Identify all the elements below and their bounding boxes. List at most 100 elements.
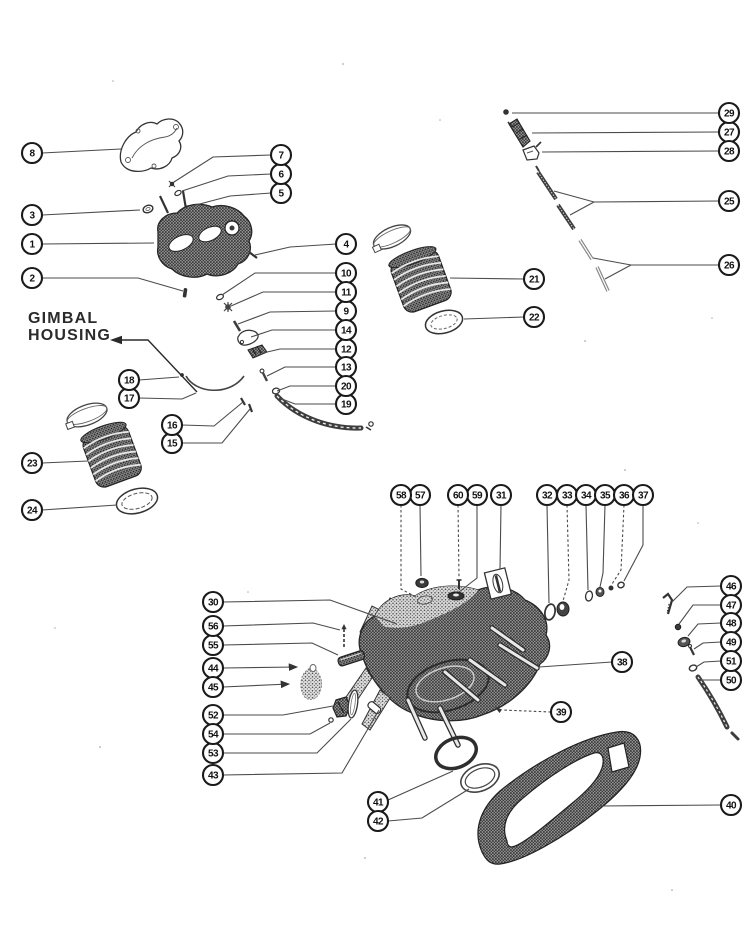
part-star-washer-11 (223, 302, 233, 312)
callout-8: 8 (20, 141, 122, 165)
callout-44: 44 (201, 656, 299, 680)
callout-1: 1 (20, 232, 155, 256)
callout-55: 55 (201, 633, 339, 657)
leader-line (569, 201, 595, 216)
leader-line (41, 148, 122, 154)
part-bolt-39 (495, 707, 502, 713)
leader-line (41, 460, 89, 464)
part-nut-48 (677, 636, 691, 648)
callout-circle (489, 483, 513, 507)
callout-circle (20, 451, 44, 475)
callout-20: 20 (276, 374, 358, 398)
callout-number: 27 (724, 128, 735, 139)
callout-layer: 1234567891011121314151617181920212223242… (20, 101, 743, 833)
callout-22: 22 (463, 305, 546, 329)
part-oring-24 (115, 487, 159, 515)
part-stud-cluster-12 (247, 344, 268, 359)
leader-line (585, 504, 589, 591)
leader-line (181, 401, 244, 427)
callout-45: 45 (201, 675, 291, 699)
callout-number: 7 (278, 151, 284, 162)
part-washer-59 (447, 591, 465, 601)
part-fitting-28 (522, 141, 542, 161)
callout-circle (522, 305, 546, 329)
callout-number: 19 (341, 400, 352, 411)
callout-4: 4 (254, 232, 358, 256)
callout-59: 59 (458, 483, 489, 593)
callout-27: 27 (531, 120, 741, 144)
leader-line (182, 408, 251, 444)
part-grommet-33 (556, 601, 570, 617)
callout-39: 39 (501, 700, 573, 724)
leader-line (449, 277, 525, 280)
callout-circle (334, 374, 358, 398)
leader-line (546, 504, 550, 604)
leader-line (223, 722, 331, 735)
callout-9: 9 (237, 299, 358, 325)
callout-number: 22 (529, 313, 540, 324)
callout-number: 34 (581, 491, 592, 502)
callout-34: 34 (574, 483, 598, 591)
leader-line (222, 599, 398, 625)
callout-number: 49 (726, 638, 737, 649)
callout-circle (549, 700, 573, 724)
callout-14: 14 (250, 318, 358, 342)
leader-line (181, 173, 272, 192)
part-oring-32 (543, 603, 557, 621)
gimbal-housing-label: GIMBAL HOUSING (28, 310, 111, 344)
part-water-hose (274, 393, 374, 431)
callout-number: 1 (29, 240, 35, 251)
gimbal-housing-label-line1: GIMBAL (28, 310, 99, 327)
callout-7: 7 (173, 143, 293, 183)
callout-33: 33 (555, 483, 579, 602)
callout-number: 60 (453, 491, 464, 502)
callout-37: 37 (623, 483, 655, 582)
part-pin-15 (247, 403, 254, 413)
callout-circle (201, 722, 225, 746)
callout-number: 59 (472, 491, 483, 502)
leader-line (222, 709, 380, 776)
callout-circle (20, 203, 44, 227)
callout-number: 54 (208, 730, 219, 741)
callout-21: 21 (449, 267, 546, 291)
callout-number: 13 (341, 363, 352, 374)
part-transom-gasket (477, 730, 642, 865)
callout-circle (719, 649, 743, 673)
gimbal-housing-label-line2: HOUSING (28, 327, 112, 344)
callout-circle (717, 253, 741, 277)
part-bit-36 (608, 585, 614, 591)
callout-circle (631, 483, 655, 507)
part-bent-pin-46 (662, 592, 674, 615)
part-link-lever-14 (237, 329, 259, 346)
part-gimbal-housing-cover (156, 190, 253, 278)
part-clamp-wire (185, 375, 245, 391)
callout-number: 23 (27, 459, 38, 470)
callout-number: 29 (724, 109, 735, 120)
part-ring-37 (617, 581, 625, 589)
part-pin-4 (248, 251, 258, 259)
callout-number: 39 (556, 708, 567, 719)
callout-circle (20, 141, 44, 165)
callout-number: 3 (29, 211, 35, 222)
part-nut-57 (415, 577, 429, 589)
callout-number: 46 (726, 582, 737, 593)
part-pin-9 (232, 320, 242, 332)
callout-number: 4 (343, 240, 349, 251)
callout-number: 16 (167, 421, 178, 432)
part-ring-34 (584, 590, 594, 602)
callout-26: 26 (592, 253, 741, 280)
leader-line (138, 392, 197, 400)
callout-circle (160, 413, 184, 437)
part-spacer-43 (367, 701, 382, 715)
part-knob-52 (332, 696, 351, 718)
leader-line (223, 705, 334, 716)
leader-line (562, 504, 570, 602)
leader-line (538, 661, 613, 668)
callout-29: 29 (512, 101, 741, 125)
leader-line (463, 316, 525, 320)
callout-circle (389, 483, 413, 507)
scan-noise (54, 63, 713, 891)
part-stud-13 (259, 368, 269, 382)
